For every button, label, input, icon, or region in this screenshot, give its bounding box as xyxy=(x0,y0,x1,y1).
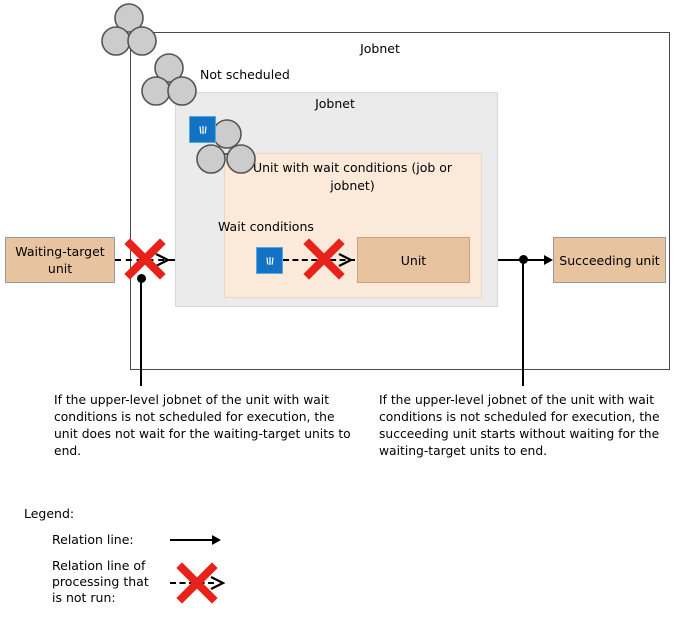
wait-condition-icon xyxy=(256,247,283,274)
arrow-head-inner xyxy=(337,252,355,268)
legend-red-x-icon xyxy=(176,562,218,604)
unit-box: Unit xyxy=(357,237,470,283)
legend-item-not-run-label: Relation line of processing that is not … xyxy=(52,558,149,605)
wait-condition-icon xyxy=(189,116,216,143)
succeeding-unit-box: Succeeding unit xyxy=(553,237,666,283)
waiting-target-unit-box: Waiting-target unit xyxy=(5,237,115,283)
inner-jobnet-label: Jobnet xyxy=(315,96,355,111)
note-left-text: If the upper-level jobnet of the unit wi… xyxy=(54,393,351,458)
legend-title: Legend: xyxy=(24,506,75,521)
arrow-head-left xyxy=(154,252,172,268)
junction-dot-left xyxy=(137,274,146,283)
legend-solid-line xyxy=(170,539,212,541)
junction-dot-right xyxy=(519,255,528,264)
succeeding-unit-label: Succeeding unit xyxy=(559,252,660,268)
unit-with-wait-conditions-label: Unit with wait conditions (job or jobnet… xyxy=(252,160,453,193)
legend-solid-arrow-head xyxy=(212,535,221,545)
callout-line-right xyxy=(522,260,524,386)
arrow-head-right xyxy=(544,255,553,265)
legend-dashed-arrow-head xyxy=(209,575,227,591)
jobnet-tree-icon xyxy=(101,2,157,58)
jobnet-tree-icon xyxy=(141,52,197,108)
note-right-text: If the upper-level jobnet of the unit wi… xyxy=(379,393,660,458)
red-x-icon xyxy=(303,238,345,280)
jobnet-tree-icon xyxy=(196,118,258,180)
wait-conditions-label: Wait conditions xyxy=(218,219,314,234)
outer-jobnet-label: Jobnet xyxy=(360,41,400,56)
callout-line-left xyxy=(140,281,142,386)
legend-item-relation-line-label: Relation line: xyxy=(52,532,134,547)
outer-jobnet-container xyxy=(130,32,670,370)
red-x-icon xyxy=(124,238,166,280)
unit-box-label: Unit xyxy=(400,252,427,268)
not-scheduled-label: Not scheduled xyxy=(200,67,290,82)
waiting-target-unit-label: Waiting-target unit xyxy=(15,244,105,276)
